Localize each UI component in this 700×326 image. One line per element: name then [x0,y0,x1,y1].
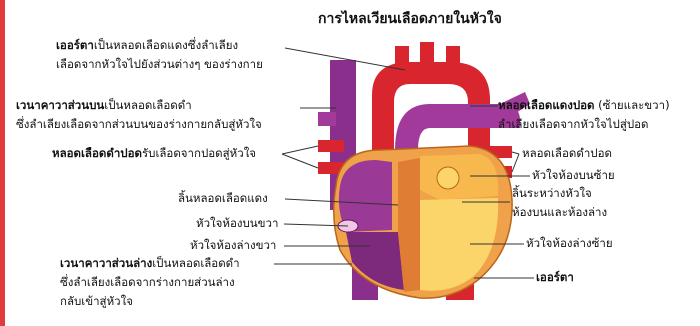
pointer-right-atrium [284,224,348,226]
pointer-aorta [285,48,405,70]
pointer-pulm-valve [285,199,398,205]
pointer-pulm-vein-right-1 [512,152,519,154]
pointer-pulm-vein-left-2 [282,154,318,168]
pointer-pulm-vein-right-2 [512,154,519,172]
pointer-pulm-vein-left-1 [282,146,318,154]
